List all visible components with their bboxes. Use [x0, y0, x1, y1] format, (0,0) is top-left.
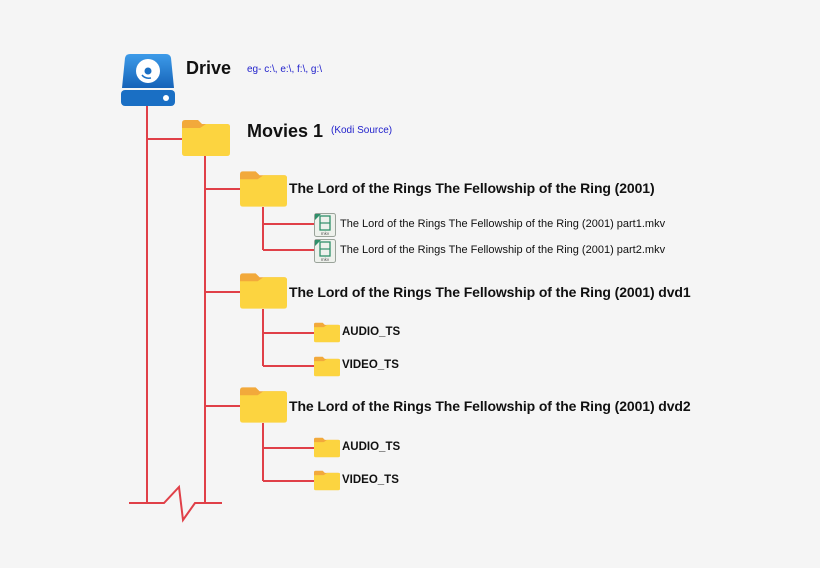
svg-text:mkv: mkv	[321, 231, 330, 236]
movie-folder-label: The Lord of the Rings The Fellowship of …	[289, 180, 655, 196]
folder-icon[interactable]	[314, 356, 340, 382]
subfolder-label: AUDIO_TS	[342, 441, 401, 453]
mkv-file-icon[interactable]: mkv	[314, 239, 336, 268]
subfolder-label: VIDEO_TS	[342, 474, 399, 486]
folder-icon[interactable]	[314, 437, 340, 463]
subfolder-label: VIDEO_TS	[342, 359, 399, 371]
folder-icon[interactable]	[182, 120, 230, 161]
folder-icon[interactable]	[314, 470, 340, 496]
drive-label: Drive	[186, 58, 232, 78]
movie-folder-icon[interactable]	[240, 387, 287, 428]
movie-folder-label: The Lord of the Rings The Fellowship of …	[289, 284, 691, 300]
mkv-file-icon[interactable]: mkv	[314, 213, 336, 242]
movie-folder-icon[interactable]	[240, 171, 287, 212]
folder-icon[interactable]	[314, 322, 340, 348]
svg-text:mkv: mkv	[321, 257, 330, 262]
drive-note: eg- c:\, e:\, f:\, g:\	[247, 64, 323, 75]
subfolder-label: AUDIO_TS	[342, 326, 401, 338]
file-label: The Lord of the Rings The Fellowship of …	[340, 244, 666, 256]
file-label: The Lord of the Rings The Fellowship of …	[340, 218, 666, 230]
source-note: (Kodi Source)	[331, 125, 393, 136]
movie-folder-label: The Lord of the Rings The Fellowship of …	[289, 398, 691, 414]
source-label: Movies 1	[247, 121, 324, 141]
hard-drive-icon[interactable]	[120, 50, 176, 111]
movie-folder-icon[interactable]	[240, 273, 287, 314]
